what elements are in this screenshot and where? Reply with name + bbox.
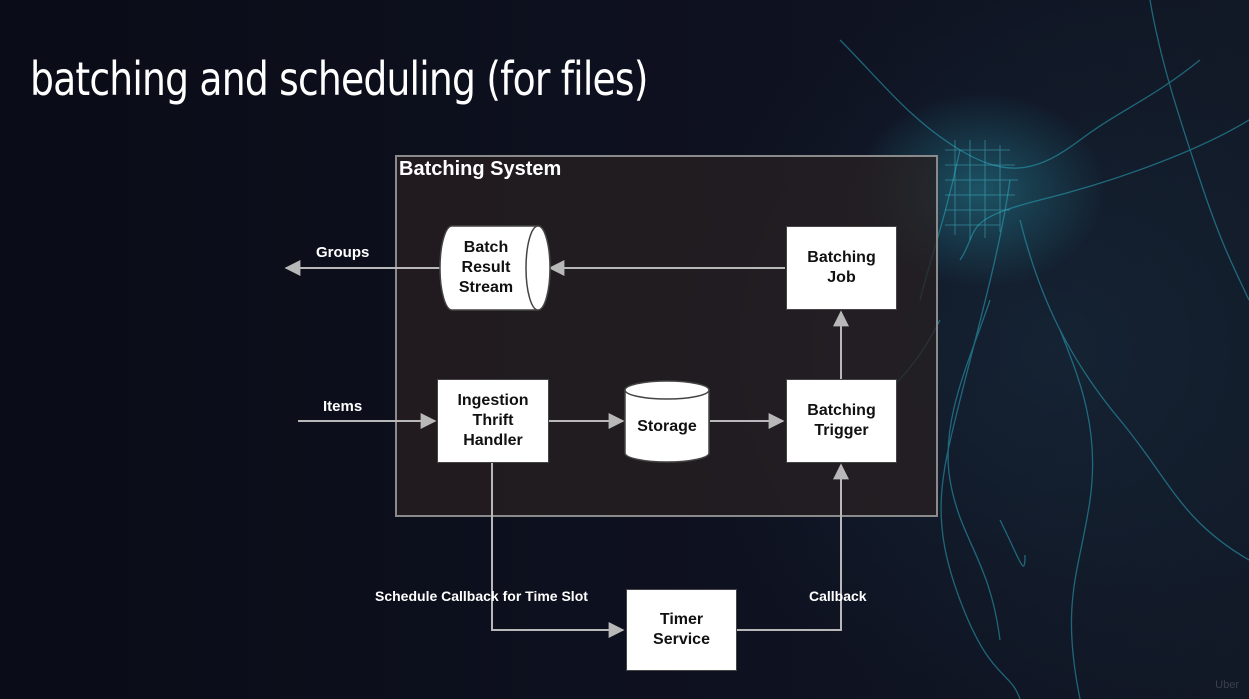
storage-label: Storage xyxy=(637,418,697,435)
edge-timer-to-trigger xyxy=(737,463,849,631)
ingestion-thrift-handler-node: Ingestion Thrift Handler xyxy=(437,379,549,463)
batching-job-label: Batching Job xyxy=(807,249,876,286)
batching-job-node: Batching Job xyxy=(786,226,897,310)
storage-node: Storage xyxy=(625,400,709,454)
storage-shape xyxy=(624,380,710,463)
slide-title: batching and scheduling (for files) xyxy=(30,52,648,106)
callback-edge-label: Callback xyxy=(809,588,867,604)
batching-trigger-label: Batching Trigger xyxy=(807,402,876,439)
batching-trigger-node: Batching Trigger xyxy=(786,379,897,463)
timer-service-label: Timer Service xyxy=(653,611,710,648)
schedule-callback-edge-label: Schedule Callback for Time Slot xyxy=(375,588,588,604)
items-edge-label: Items xyxy=(323,398,363,415)
edge-ingestion-to-timer xyxy=(491,463,625,638)
groups-edge-label: Groups xyxy=(316,244,370,261)
ingestion-thrift-handler-label: Ingestion Thrift Handler xyxy=(457,392,529,449)
batch-result-stream-label: Batch Result Stream xyxy=(458,239,514,296)
batch-result-stream-node: Batch Result Stream xyxy=(446,228,526,308)
batching-system-title: Batching System xyxy=(399,158,562,180)
uber-watermark: Uber xyxy=(1215,679,1239,691)
batch-result-stream-shape xyxy=(439,225,551,311)
timer-service-node: Timer Service xyxy=(626,589,737,671)
